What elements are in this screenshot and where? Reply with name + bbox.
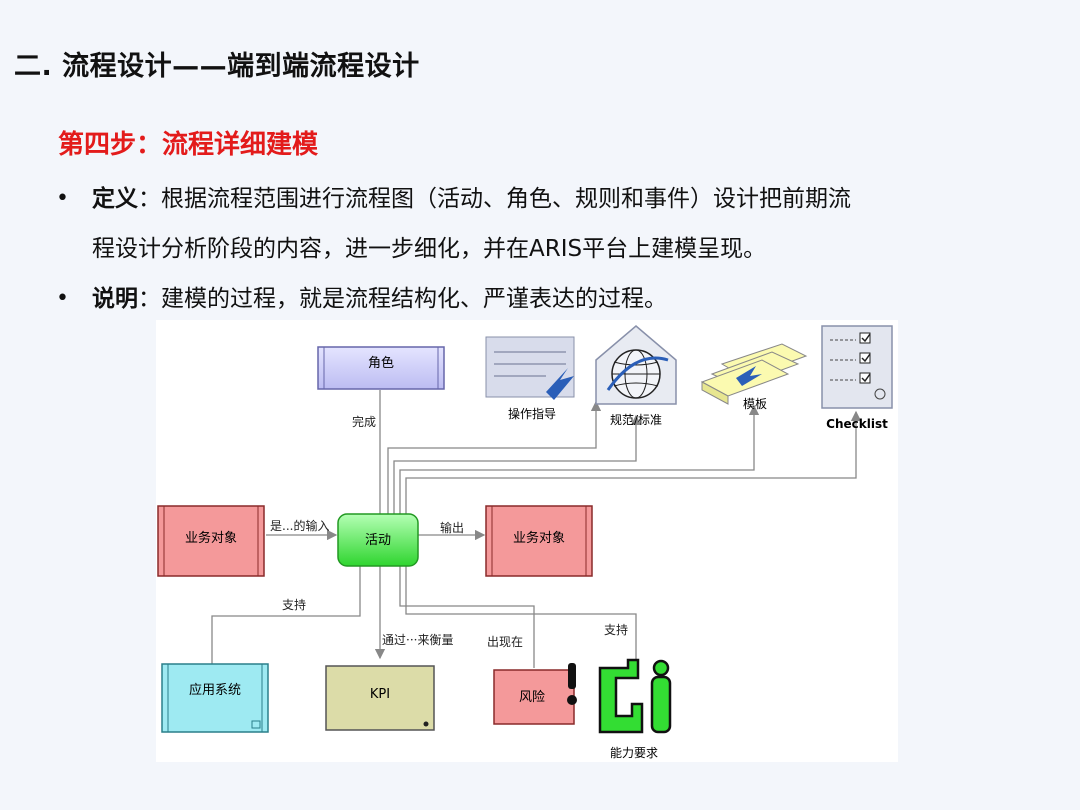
node-input-object: 业务对象 <box>157 505 265 577</box>
activity-label: 活动 <box>365 533 391 548</box>
edge-risk <box>399 566 535 668</box>
standard-label: 规范/标准 <box>610 412 662 427</box>
lightning-icon <box>736 366 762 386</box>
capability-icon <box>598 658 644 734</box>
lightning-icon <box>546 368 574 400</box>
node-risk: 风险 <box>493 663 577 725</box>
edge-label-support-left: 支持 <box>282 597 306 612</box>
edge-labels: 完成 是...的输入 输出 支持 通过···来衡量 出现在 支持 <box>270 414 628 649</box>
edge-label-appears: 出现在 <box>487 635 523 649</box>
bullet-sep: ： <box>138 286 161 312</box>
checkbox-icon <box>859 332 871 344</box>
bullet-list: • 定义：根据流程范围进行流程图（活动、角色、规则和事件）设计把前期流 程设计分… <box>56 174 1016 324</box>
bullet-explanation: • 说明：建模的过程，就是流程结构化、严谨表达的过程。 <box>56 274 1016 324</box>
edge-capability <box>405 566 637 660</box>
guide-label: 操作指导 <box>508 406 556 421</box>
edge-label-measured: 通过···来衡量 <box>382 633 453 647</box>
bullet-dot: • <box>56 286 69 311</box>
node-guide: 操作指导 <box>485 336 575 421</box>
node-role: 角色 <box>317 346 445 390</box>
input-object-label: 业务对象 <box>185 530 237 546</box>
gear-icon <box>874 388 886 400</box>
edge-guide <box>387 400 602 514</box>
risk-label: 风险 <box>519 690 545 705</box>
edge-label-support-right: 支持 <box>604 622 628 637</box>
node-standard: 规范/标准 <box>595 325 677 427</box>
bullet-sep: ： <box>138 186 161 212</box>
node-activity: 活动 <box>337 513 419 567</box>
edge-app-system <box>211 566 361 664</box>
bullet-term: 定义 <box>92 186 138 212</box>
diagram-svg: 角色 操作指导 规范/标准 模板 <box>157 325 893 760</box>
template-label: 模板 <box>743 397 767 411</box>
bullet-text-continued: 程设计分析阶段的内容，进一步细化，并在ARIS平台上建模呈现。 <box>92 236 767 262</box>
system-icon <box>251 720 261 729</box>
edge-label-is-input: 是...的输入 <box>270 518 329 533</box>
exclamation-icon <box>568 663 576 689</box>
edge-label-output: 输出 <box>440 520 464 535</box>
edge-standard <box>393 414 642 514</box>
node-template: 模板 <box>700 343 808 411</box>
edge-template <box>399 404 760 514</box>
app-system-label: 应用系统 <box>189 682 241 698</box>
bullet-text: 根据流程范围进行流程图（活动、角色、规则和事件）设计把前期流 <box>161 186 851 212</box>
capability-label: 能力要求 <box>610 746 658 760</box>
person-icon <box>652 659 670 677</box>
connector-lines <box>211 390 862 668</box>
bullet-dot: • <box>56 186 69 211</box>
bullet-text: 建模的过程，就是流程结构化、严谨表达的过程。 <box>161 286 667 312</box>
node-kpi: KPI <box>325 665 435 731</box>
output-object-label: 业务对象 <box>513 530 565 546</box>
node-capability: 能力要求 <box>598 658 672 760</box>
node-output-object: 业务对象 <box>485 505 593 577</box>
node-checklist: Checklist <box>821 325 893 431</box>
checkbox-icon <box>859 352 871 364</box>
bullet-definition: • 定义：根据流程范围进行流程图（活动、角色、规则和事件）设计把前期流 程设计分… <box>56 174 1016 274</box>
checkbox-icon <box>859 372 871 384</box>
step-title: 第四步：流程详细建模 <box>58 130 319 160</box>
role-label: 角色 <box>368 355 394 371</box>
checklist-label: Checklist <box>826 417 888 431</box>
node-app-system: 应用系统 <box>161 663 269 733</box>
edge-checklist <box>405 410 862 514</box>
process-model-diagram: 角色 操作指导 规范/标准 模板 <box>156 320 898 762</box>
edge-label-complete: 完成 <box>352 414 376 429</box>
page-title: 二. 流程设计——端到端流程设计 <box>14 51 420 82</box>
kpi-label: KPI <box>370 687 390 702</box>
bullet-term: 说明 <box>92 286 138 312</box>
